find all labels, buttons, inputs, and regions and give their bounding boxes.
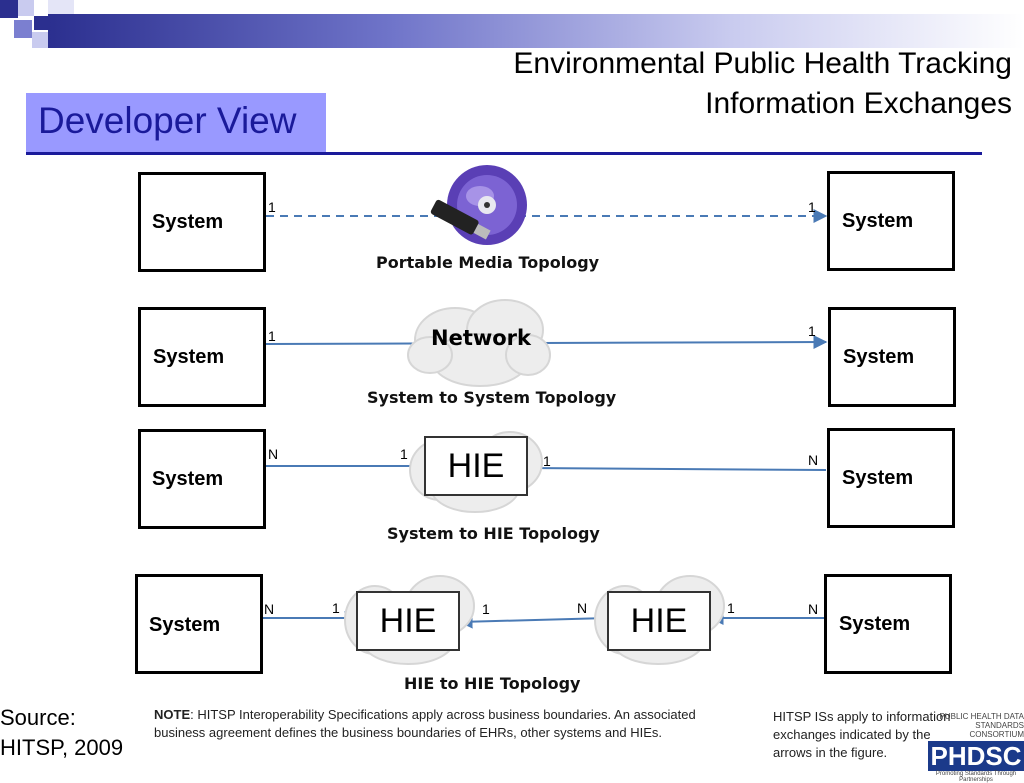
source-citation: Source: HITSP, 2009 — [0, 703, 123, 763]
cardinality-label: N — [577, 600, 588, 616]
topology-label: Portable Media Topology — [376, 253, 600, 272]
header-rule — [26, 152, 982, 155]
cardinality-label: 1 — [268, 328, 276, 344]
title-line-2: Information Exchanges — [705, 87, 1012, 120]
hie1-hie2-link — [458, 611, 610, 629]
hie-box: HIE — [607, 591, 711, 651]
system-box — [827, 428, 955, 528]
cardinality-label: N — [264, 601, 275, 617]
cd-usb-icon — [430, 165, 527, 245]
topology-label: System to System Topology — [367, 388, 617, 407]
cardinality-label: 1 — [332, 600, 340, 616]
system-label: System — [152, 468, 224, 490]
corner-square — [34, 16, 48, 30]
cardinality-label: N — [808, 452, 819, 468]
cardinality-label: 1 — [543, 453, 551, 469]
topology-label: HIE to HIE Topology — [404, 674, 581, 693]
cardinality-label: 1 — [482, 601, 490, 617]
phdsc-logo: PUBLIC HEALTH DATA STANDARDS CONSORTIUM … — [928, 712, 1024, 783]
cardinality-label: N — [808, 601, 819, 617]
cardinality-label: 1 — [400, 446, 408, 462]
section-label: Developer View — [38, 100, 297, 141]
note-body: : HITSP Interoperability Specifications … — [154, 707, 696, 740]
system-label: System — [839, 613, 911, 635]
corner-square — [48, 0, 74, 14]
cardinality-label: N — [268, 446, 279, 462]
topology-label: System to HIE Topology — [387, 524, 600, 543]
system-box — [138, 429, 266, 529]
logo-sub-text: Promoting Standards Through Partnerships — [935, 771, 1017, 783]
title-line-1: Environmental Public Health Tracking — [513, 47, 1012, 80]
system-label: System — [149, 614, 221, 636]
corner-square — [14, 20, 32, 38]
system-label: System — [153, 346, 225, 368]
logo-main-text: PHDSC — [928, 741, 1024, 771]
logo-top-text: PUBLIC HEALTH DATA STANDARDS CONSORTIUM — [939, 712, 1024, 739]
hie-box: HIE — [424, 436, 528, 496]
system-label: System — [842, 467, 914, 489]
section-label-box — [26, 93, 326, 153]
system-box — [827, 171, 955, 271]
system-box — [135, 574, 263, 674]
corner-square — [0, 0, 18, 18]
cardinality-label: 1 — [808, 323, 816, 339]
system-label: System — [843, 346, 915, 368]
cardinality-label: 1 — [268, 199, 276, 215]
hitsp-note: HITSP ISs apply to information exchanges… — [773, 709, 951, 760]
system-label: System — [842, 210, 914, 232]
system-box — [828, 307, 956, 407]
hie-box: HIE — [356, 591, 460, 651]
system-box — [824, 574, 952, 674]
cardinality-label: 1 — [727, 600, 735, 616]
system-hie-link-right — [525, 461, 827, 476]
system-box — [138, 172, 266, 272]
cardinality-label: 1 — [808, 199, 816, 215]
note-text: NOTE: HITSP Interoperability Specificati… — [154, 706, 724, 742]
source-line-2: HITSP, 2009 — [0, 735, 124, 760]
corner-square — [32, 32, 48, 48]
network-label: Network — [431, 326, 532, 350]
system-box — [138, 307, 266, 407]
network-cloud — [407, 299, 551, 387]
slide-title: Environmental Public Health Tracking Inf… — [513, 44, 1012, 124]
corner-square — [18, 0, 34, 16]
header-gradient-bar — [48, 14, 1024, 48]
system-label: System — [152, 211, 224, 233]
source-line-1: Source: — [0, 705, 76, 730]
note-prefix: NOTE — [154, 707, 191, 722]
